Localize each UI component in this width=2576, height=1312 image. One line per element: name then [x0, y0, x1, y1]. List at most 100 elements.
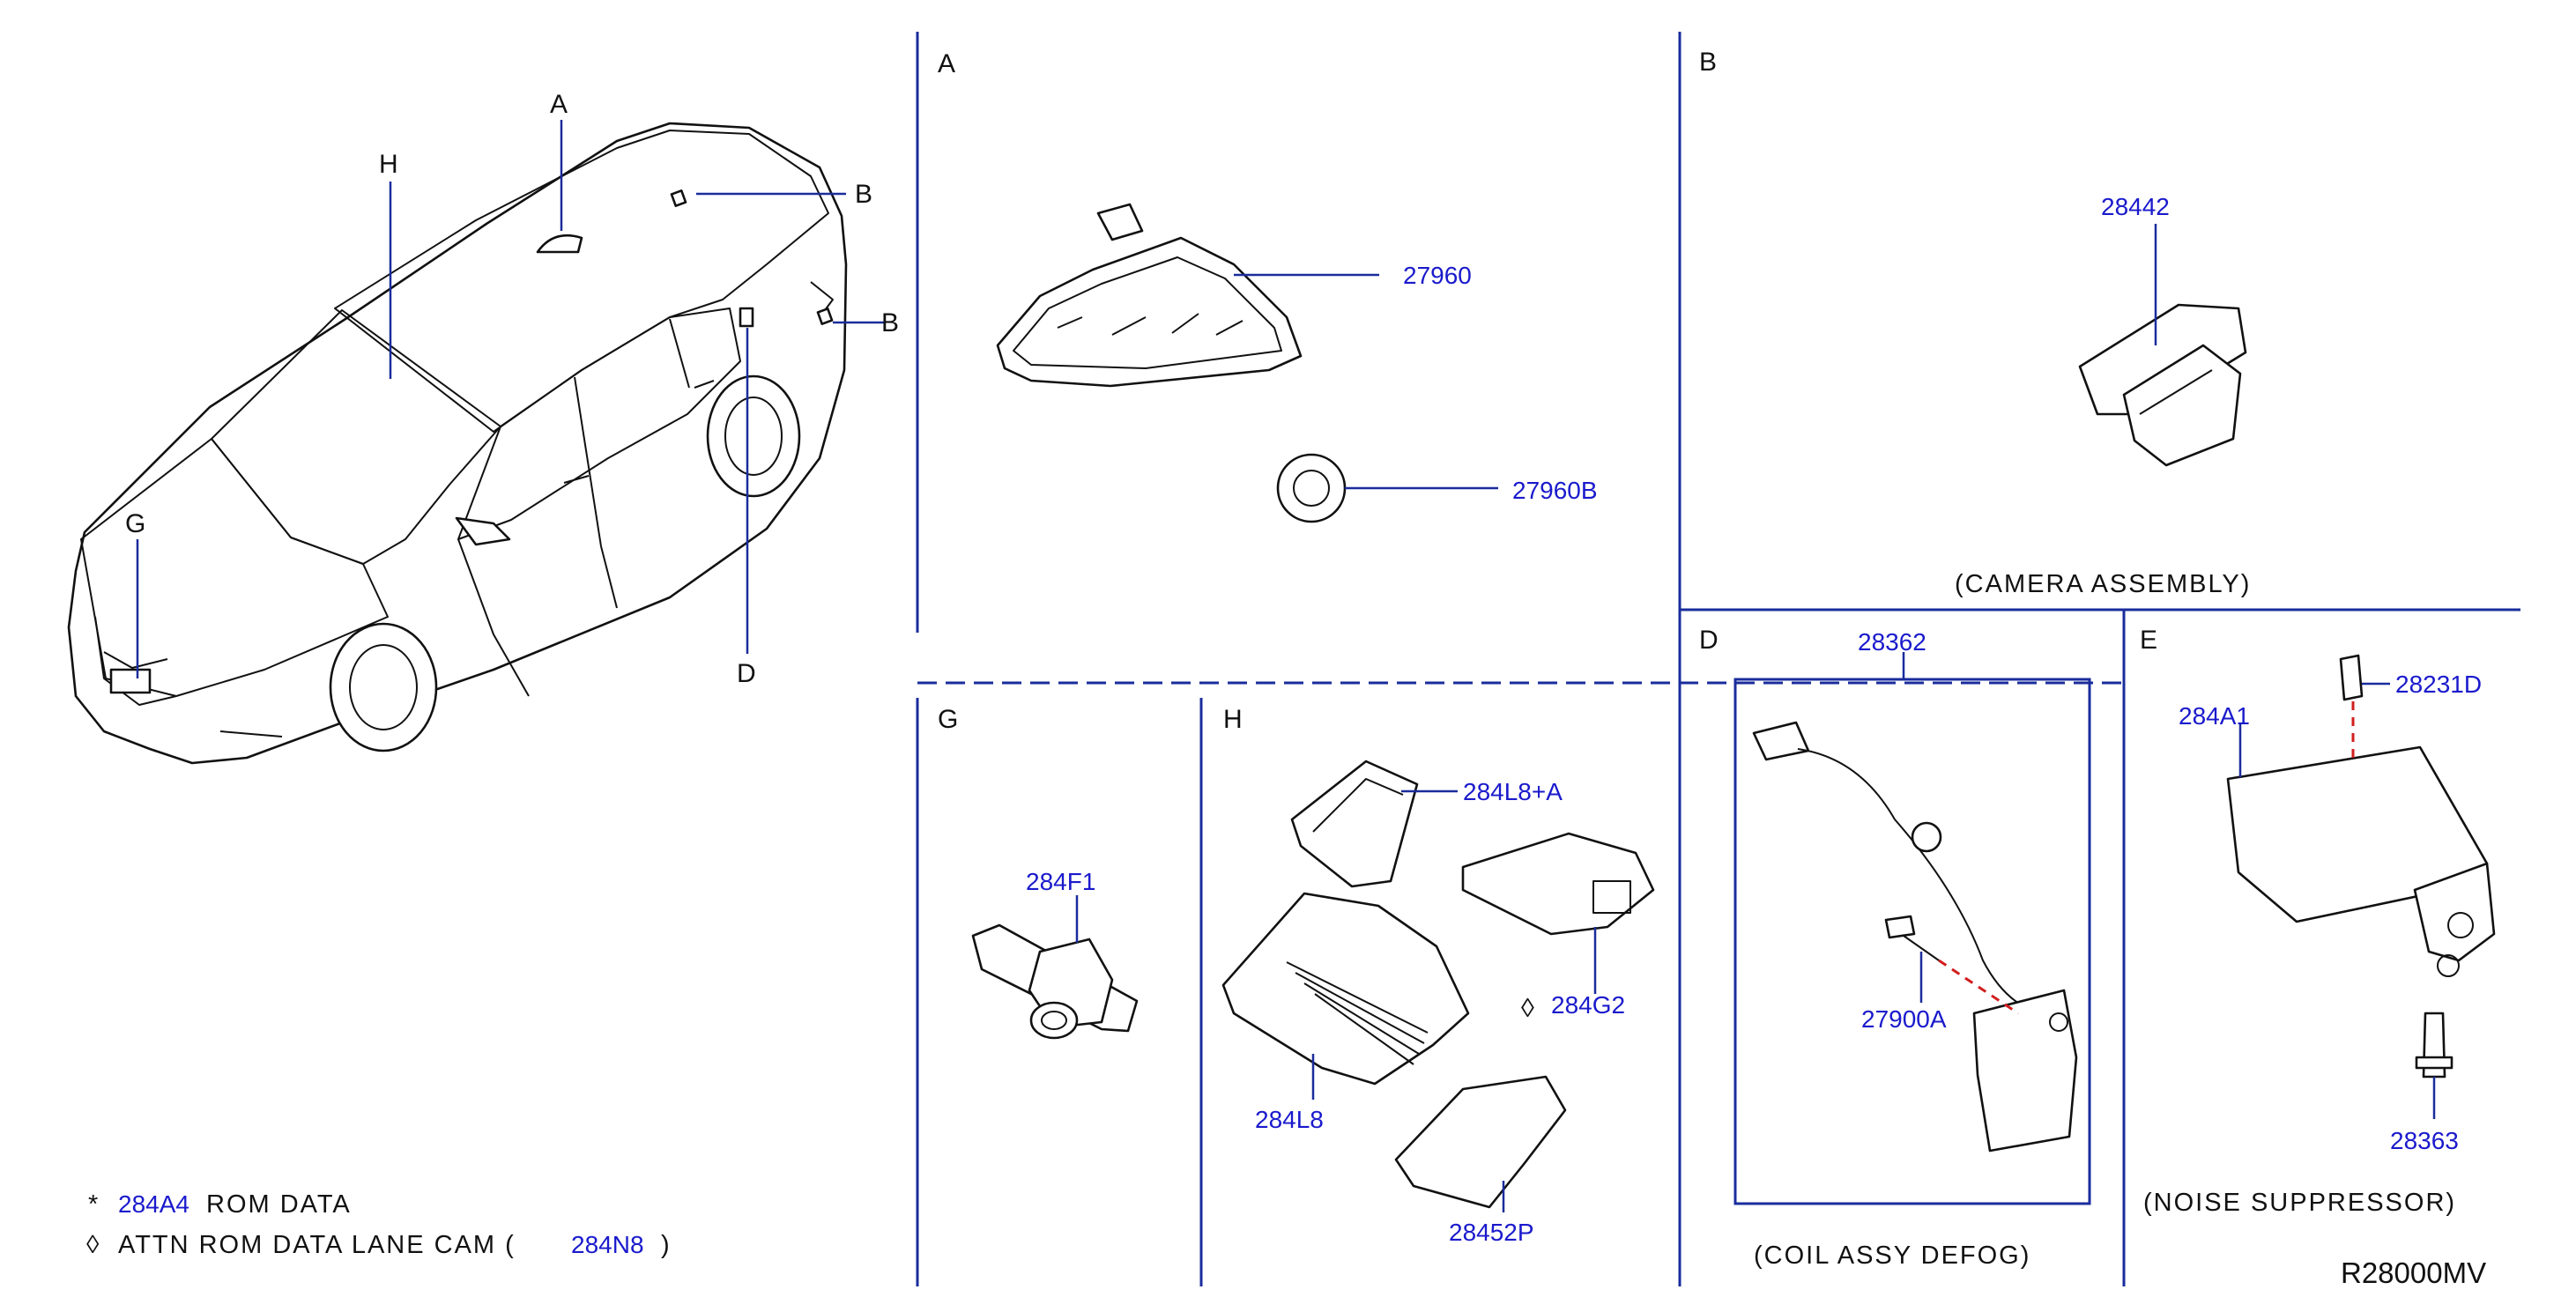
camera-assembly-flange — [2078, 303, 2247, 416]
car-roof-antenna — [536, 233, 583, 254]
antenna-connector — [1096, 203, 1144, 241]
car-rear-door-edge — [600, 545, 618, 609]
camera-cover-edge — [1312, 778, 1404, 833]
part-28231d: 28231D — [2395, 671, 2482, 698]
part-284g2: 284G2 — [1551, 991, 1625, 1019]
car-front-camera-mount — [109, 668, 152, 694]
lane-camera-284g2 — [1461, 832, 1655, 936]
antenna-grommet-inner — [1293, 470, 1330, 507]
part-28362: 28362 — [1858, 628, 1926, 656]
note-diamond-text: ATTN ROM DATA LANE CAM ( — [118, 1231, 516, 1259]
bracket-hole — [2447, 912, 2474, 938]
antenna-ribs — [1057, 313, 1243, 336]
noise-suppressor-bracket — [2413, 862, 2496, 962]
bolt-head — [1884, 915, 1916, 939]
car-rear-wheel-hub — [724, 397, 783, 476]
coil-box — [1733, 678, 2091, 1205]
camera-housing-284l8 — [1221, 892, 1470, 1086]
section-g-parts — [971, 895, 1139, 1040]
part-284l8: 284L8 — [1255, 1106, 1324, 1133]
caption-camera-assembly: (CAMERA ASSEMBLY) — [1955, 570, 2251, 598]
car-marker-d — [739, 307, 754, 328]
note-star-part: 284A4 — [118, 1190, 189, 1218]
cover-28452p — [1394, 1075, 1567, 1209]
camera-housing-ribs — [1286, 961, 1429, 1065]
clip-28231d — [2339, 654, 2364, 701]
car-rear-wheel — [706, 374, 801, 498]
car-callout-b2: B — [881, 308, 899, 337]
coil-connector — [1752, 721, 1810, 761]
front-camera-lens — [1029, 1001, 1079, 1040]
car-b-pillar — [574, 376, 602, 547]
bolt-dashed-link — [1938, 959, 2019, 1015]
car-fog-lamp — [219, 730, 283, 738]
note-diamond-part: 284N8 — [571, 1231, 644, 1258]
car-front-wheel-hub — [349, 644, 418, 730]
roof-antenna-base — [1013, 256, 1282, 369]
part-27900a: 27900A — [1861, 1005, 1947, 1033]
lane-camera-window — [1592, 880, 1631, 914]
section-label-b: B — [1699, 48, 1717, 77]
caption-coil-assy-defog: (COIL ASSY DEFOG) — [1754, 1242, 2030, 1270]
car-door-handle-front — [563, 475, 590, 484]
note-diamond-mark: ◊ — [86, 1231, 100, 1259]
part-284l8a: 284L8+A — [1463, 778, 1563, 805]
car-body-outline — [67, 122, 848, 765]
note-star-mark: * — [88, 1190, 100, 1219]
section-label-d: D — [1699, 626, 1719, 655]
roof-antenna-housing — [996, 236, 1303, 388]
section-frames — [916, 32, 2520, 1286]
car-callout-b1: B — [855, 180, 872, 209]
antenna-grommet — [1276, 453, 1347, 523]
front-camera-lens-inner — [1041, 1011, 1067, 1030]
section-label-e: E — [2140, 626, 2157, 655]
section-h-parts — [1221, 760, 1655, 1212]
part-28452p: 28452P — [1449, 1219, 1534, 1246]
noise-suppressor-edge — [2238, 871, 2465, 923]
car-callout-g: G — [125, 509, 145, 538]
section-label-h: H — [1223, 705, 1243, 734]
defog-coil-body — [1972, 989, 2078, 1153]
car-overview-illustration — [67, 120, 886, 765]
car-c-pillar — [669, 318, 690, 389]
car-front-wheel — [329, 622, 438, 752]
bolt-shank — [1903, 935, 1940, 961]
caption-noise-suppressor: (NOISE SUPPRESSOR) — [2143, 1189, 2456, 1217]
car-callout-a: A — [550, 90, 568, 119]
part-28442: 28442 — [2101, 193, 2170, 220]
coil-wire — [1797, 748, 2042, 1014]
section-e-parts — [2226, 654, 2496, 1119]
car-door-handle-rear — [694, 380, 715, 389]
car-callout-h: H — [379, 150, 398, 179]
diagram-reference: R28000MV — [2341, 1256, 2486, 1289]
car-front-door-edge — [457, 538, 530, 697]
camera-assembly-edge — [2139, 369, 2213, 415]
bracket-nut — [2437, 954, 2460, 977]
note-diamond-close: ) — [661, 1231, 672, 1259]
legend-notes: * 284A4 ROM DATA ◊ ATTN ROM DATA LANE CA… — [86, 1190, 672, 1259]
car-grille — [103, 651, 168, 669]
coil-clip — [1911, 821, 1942, 853]
section-b-parts — [2078, 224, 2247, 467]
part-27960b: 27960B — [1512, 477, 1598, 504]
camera-cover-284l8a — [1290, 760, 1419, 888]
car-callout-d: D — [737, 659, 756, 688]
section-d-parts — [1752, 652, 2078, 1153]
section-a-parts — [996, 203, 1498, 523]
part-284f1: 284F1 — [1026, 868, 1095, 895]
section-label-g: G — [938, 705, 958, 734]
camera-assembly-body — [2122, 344, 2242, 467]
diamond-mark-284g2: ◊ — [1521, 994, 1534, 1023]
car-mirror — [455, 516, 511, 546]
note-star-text: ROM DATA — [206, 1190, 352, 1219]
part-28363: 28363 — [2390, 1127, 2459, 1154]
section-label-a: A — [938, 49, 955, 78]
part-284a1: 284A1 — [2179, 702, 2250, 730]
part-27960: 27960 — [1403, 262, 1472, 289]
car-marker-b1 — [670, 189, 687, 207]
bolt-28363-flange — [2415, 1056, 2454, 1070]
defog-coil-hole — [2049, 1012, 2068, 1032]
car-marker-b2 — [816, 308, 834, 325]
